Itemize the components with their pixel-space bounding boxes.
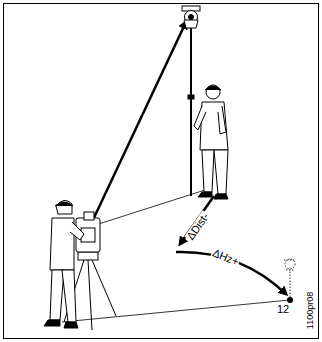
dist-arrow [180, 196, 214, 244]
point-marker [287, 297, 293, 303]
ghost-prism [284, 259, 296, 297]
dist-label: ΔDist- [184, 210, 211, 242]
pole-person [182, 6, 228, 199]
measure-ray [92, 22, 186, 222]
ground-line [62, 300, 290, 322]
frame [4, 4, 319, 339]
surveyor [44, 200, 84, 328]
figure-id: 1100pr08 [307, 291, 316, 328]
hz-label: ΔHz+ [210, 246, 241, 267]
point-number: 12 [277, 304, 289, 315]
